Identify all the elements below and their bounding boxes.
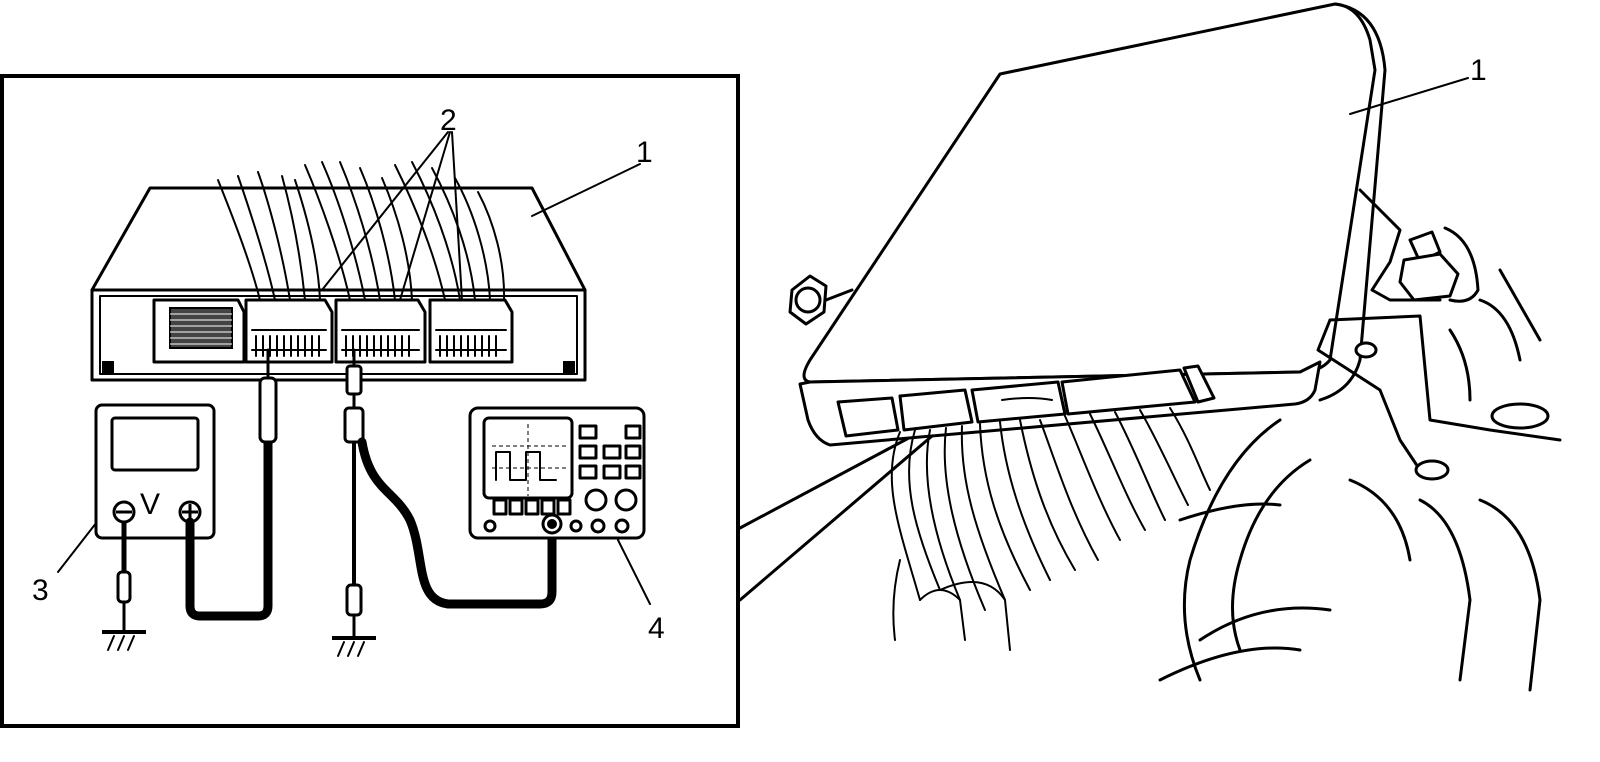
callout-ecm-inset: 1: [636, 136, 653, 169]
vehicle-mounting-hardware: [788, 188, 1480, 326]
voltmeter-symbol: V: [140, 488, 160, 521]
vehicle-body-structure: [1158, 268, 1562, 692]
inset-wiring-harness: [217, 161, 506, 301]
inset-connector-a: [244, 298, 334, 364]
inset-ecm-module: [90, 161, 587, 382]
oscilloscope: [468, 406, 646, 540]
voltmeter-ground-lead: [102, 522, 146, 651]
callout-connectors: 2: [440, 104, 457, 137]
vehicle-callout-leader: [1349, 77, 1469, 115]
inset-connector-c: [428, 298, 514, 364]
oscilloscope-probe: [332, 348, 557, 657]
inset-callout-leaders: [57, 131, 651, 605]
voltmeter: [94, 403, 216, 540]
vehicle-wiring-harness: [890, 407, 1211, 651]
voltmeter-positive-lead: [185, 348, 278, 621]
callout-oscilloscope: 4: [648, 612, 665, 645]
inset-frame: [0, 74, 934, 728]
callout-ecm-vehicle: 1: [1470, 54, 1487, 87]
inset-connector-unused: [152, 298, 246, 364]
inset-connector-b: [334, 298, 427, 364]
callout-voltmeter: 3: [32, 574, 49, 607]
vehicle-ecm-module: [798, 2, 1387, 447]
